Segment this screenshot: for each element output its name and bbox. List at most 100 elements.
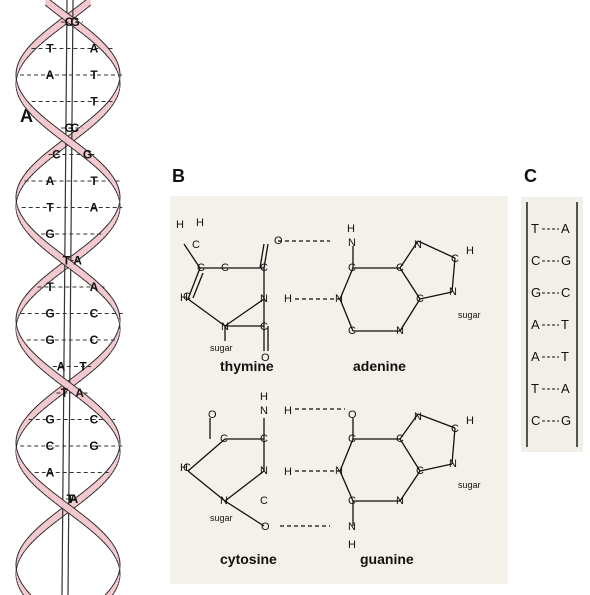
helix-base-left: C bbox=[46, 439, 55, 453]
atom-n: N bbox=[335, 465, 343, 477]
helix-base-right: G bbox=[70, 15, 79, 29]
atom-c: C bbox=[416, 293, 424, 305]
atom-c: C bbox=[192, 239, 200, 251]
atom-n: N bbox=[414, 239, 422, 251]
atom-o: O bbox=[274, 235, 283, 247]
atom-n: N bbox=[260, 465, 268, 477]
atom-h: H bbox=[176, 219, 184, 231]
helix-base-right: A bbox=[75, 386, 84, 400]
ladder-base-left: T bbox=[531, 221, 539, 236]
atom-h: H bbox=[348, 539, 356, 551]
sugar-label: sugar bbox=[210, 343, 233, 353]
thymine-label: thymine bbox=[220, 358, 274, 374]
atom-c: C bbox=[348, 262, 356, 274]
helix-base-left: C bbox=[65, 15, 74, 29]
cytosine-label: cytosine bbox=[220, 551, 277, 567]
helix-base-left: T bbox=[46, 42, 54, 56]
helix-base-right: T bbox=[63, 254, 71, 268]
helix-base-left: T bbox=[46, 280, 54, 294]
atom-c: C bbox=[396, 433, 404, 445]
helix-base-left: T bbox=[61, 386, 69, 400]
ladder-base-left: C bbox=[531, 253, 540, 268]
sugar-label: sugar bbox=[210, 513, 233, 523]
helix-base-left: G bbox=[45, 333, 54, 347]
atom-c: C bbox=[348, 325, 356, 337]
atom-c: C bbox=[451, 253, 459, 265]
panel-label-c: C bbox=[524, 166, 537, 186]
atom-n: N bbox=[260, 293, 268, 305]
helix-base-left: G bbox=[45, 227, 54, 241]
helix-base-right: C bbox=[90, 413, 99, 427]
ladder-base-right: G bbox=[561, 253, 571, 268]
atom-n: N bbox=[260, 405, 268, 417]
atom-o: O bbox=[348, 409, 357, 421]
helix-base-left: A bbox=[57, 360, 66, 374]
helix-axis bbox=[61, 0, 74, 595]
adenine-label: adenine bbox=[353, 358, 406, 374]
atom-c: C bbox=[416, 465, 424, 477]
atom-n: N bbox=[449, 458, 457, 470]
guanine-label: guanine bbox=[360, 551, 414, 567]
helix-base-left: A bbox=[46, 68, 55, 82]
atom-c: C bbox=[183, 462, 191, 474]
atom-o: O bbox=[208, 409, 217, 421]
atom-n: N bbox=[396, 495, 404, 507]
helix-base-right: C bbox=[70, 121, 79, 135]
atom-n: N bbox=[348, 521, 356, 533]
helix-base-left: C bbox=[52, 148, 61, 162]
atom-c: C bbox=[260, 321, 268, 333]
atom-n: N bbox=[414, 411, 422, 423]
ladder-base-left: A bbox=[531, 317, 540, 332]
helix-base-left: T bbox=[46, 201, 54, 215]
atom-c: C bbox=[260, 433, 268, 445]
atom-c: C bbox=[220, 433, 228, 445]
atom-h: H bbox=[466, 415, 474, 427]
atom-c: C bbox=[260, 495, 268, 507]
atom-o: O bbox=[261, 352, 270, 364]
atom-h: H bbox=[284, 466, 292, 478]
atom-c: C bbox=[197, 262, 205, 274]
helix-base-left: A bbox=[46, 466, 55, 480]
sugar-label: sugar bbox=[458, 480, 481, 490]
helix-base-left: G bbox=[45, 307, 54, 321]
helix-base-right: A bbox=[90, 280, 99, 294]
atom-n: N bbox=[449, 286, 457, 298]
helix-base-left: A bbox=[46, 174, 55, 188]
ladder-base-right: A bbox=[561, 221, 570, 236]
atom-h: H bbox=[284, 293, 292, 305]
ladder-base-right: G bbox=[561, 413, 571, 428]
atom-c: C bbox=[396, 262, 404, 274]
ladder-base-right: A bbox=[561, 381, 570, 396]
helix-base-right: A bbox=[90, 201, 99, 215]
helix-base-left: A bbox=[69, 492, 78, 506]
helix-base-right: T bbox=[90, 95, 98, 109]
helix-base-right: T bbox=[67, 492, 75, 506]
ladder-base-right: T bbox=[561, 317, 569, 332]
helix-base-right: T bbox=[90, 68, 98, 82]
atom-h: H bbox=[180, 292, 188, 304]
atom-n: N bbox=[221, 321, 229, 333]
helix-base-left: G bbox=[45, 413, 54, 427]
atom-c: C bbox=[348, 495, 356, 507]
ladder-base-left: C bbox=[531, 413, 540, 428]
atom-n: N bbox=[396, 325, 404, 337]
helix-base-right: C bbox=[90, 333, 99, 347]
atom-o: O bbox=[261, 521, 270, 533]
sugar-label: sugar bbox=[458, 310, 481, 320]
atom-h: H bbox=[466, 245, 474, 257]
helix-base-right: T bbox=[79, 360, 87, 374]
ladder-base-right: C bbox=[561, 285, 570, 300]
panel-label-b: B bbox=[172, 166, 185, 186]
ladder-base-left: A bbox=[531, 349, 540, 364]
helix-base-left: A bbox=[73, 254, 82, 268]
atom-n: N bbox=[335, 293, 343, 305]
ladder-base-right: T bbox=[561, 349, 569, 364]
